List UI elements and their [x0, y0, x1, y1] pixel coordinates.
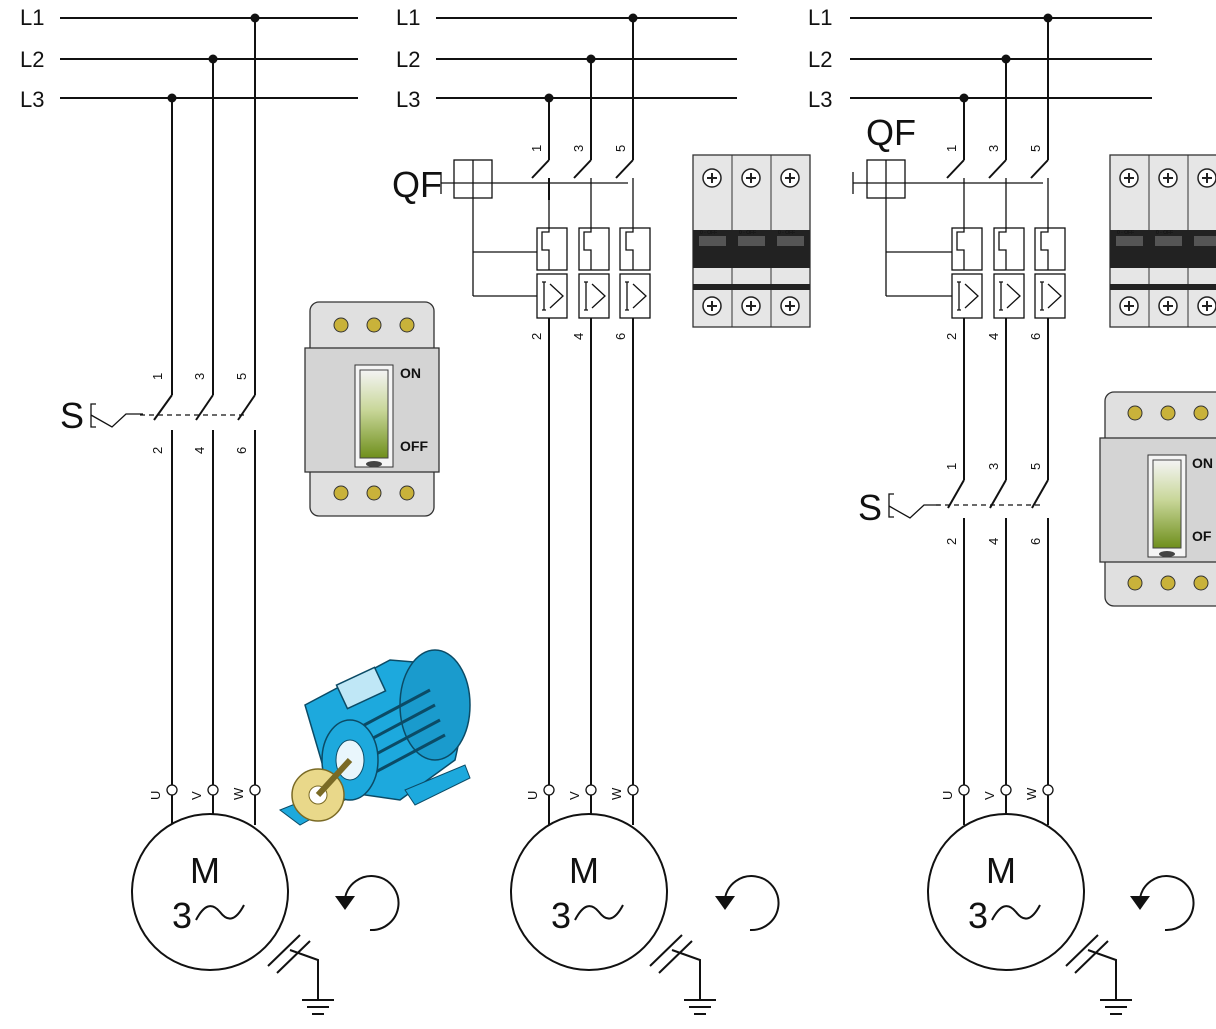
motor-terminals: U V W — [148, 784, 261, 825]
breaker-pole-label: 0 - OFF — [1156, 230, 1173, 236]
breaker-pole-label: 0 - OFF — [700, 230, 717, 236]
pole-5: 5 — [234, 373, 249, 380]
pole-1: 1 — [529, 145, 544, 152]
rotation-arrow — [1130, 875, 1195, 932]
switch-label: S — [60, 395, 84, 436]
phase-label-l2: L2 — [808, 47, 832, 72]
switch-device-illustration: ON OFF — [304, 301, 440, 517]
motor-phase-count: 3 — [172, 895, 192, 936]
pole-3: 3 — [986, 145, 1001, 152]
pole-6: 6 — [234, 447, 249, 454]
phase-bus: L1 L2 L3 — [396, 5, 737, 112]
terminal-u: U — [148, 791, 163, 800]
pole-2: 2 — [529, 333, 544, 340]
pole-4: 4 — [986, 538, 1001, 545]
pole-5: 5 — [1028, 145, 1043, 152]
pole-6: 6 — [1028, 538, 1043, 545]
manual-switch: S 1 3 5 2 4 6 — [858, 463, 1049, 790]
terminal-v: V — [567, 791, 582, 800]
pole-2: 2 — [944, 538, 959, 545]
phase-label-l2: L2 — [396, 47, 420, 72]
pole-4: 4 — [986, 333, 1001, 340]
pole-4: 4 — [192, 447, 207, 454]
motor-symbol: M 3 — [927, 813, 1085, 971]
ground-symbol — [1065, 934, 1132, 1015]
ground-symbol — [649, 934, 716, 1015]
circuit-breaker: QF 1 3 5 2 4 — [392, 145, 651, 790]
rotation-arrow — [335, 875, 400, 932]
pole-2: 2 — [150, 447, 165, 454]
terminal-v: V — [189, 791, 204, 800]
motor-phase-count: 3 — [968, 895, 988, 936]
breaker-label: QF — [866, 112, 916, 153]
breaker-device-illustration: 0 - OFF 0 - OFF 0 - OFF — [692, 154, 811, 328]
motor-phase-count: 3 — [551, 895, 571, 936]
motor-terminals: U V W — [525, 784, 639, 825]
switch-off-label: OF — [1192, 528, 1212, 544]
switch-label: S — [858, 487, 882, 528]
motor-symbol: M 3 — [510, 813, 668, 971]
motor-illustration — [278, 649, 471, 826]
manual-switch: S 1 3 5 2 4 6 — [60, 373, 256, 790]
phase-label-l1: L1 — [20, 5, 44, 30]
pole-2: 2 — [944, 333, 959, 340]
motor-letter: M — [569, 850, 599, 891]
pole-4: 4 — [571, 333, 586, 340]
pole-5: 5 — [613, 145, 628, 152]
pole-3: 3 — [986, 463, 1001, 470]
terminal-w: W — [1024, 787, 1039, 800]
panel-switch: L1 L2 L3 S 1 3 5 2 4 6 — [20, 5, 471, 1015]
pole-5: 5 — [1028, 463, 1043, 470]
panel-breaker: L1 L2 L3 QF — [392, 5, 811, 1015]
terminal-w: W — [231, 787, 246, 800]
switch-device-illustration: ON OF — [1099, 391, 1216, 607]
panel-breaker-and-switch: L1 L2 L3 QF — [808, 5, 1216, 1015]
breaker-device-illustration: 0 - OFF 0 - OFF — [1109, 154, 1216, 328]
switch-on-label: ON — [400, 365, 421, 381]
motor-terminals: U V W — [940, 784, 1054, 825]
pole-1: 1 — [944, 145, 959, 152]
phase-label-l1: L1 — [808, 5, 832, 30]
breaker-pole-label: 0 - OFF — [1117, 230, 1134, 236]
breaker-pole-label: 0 - OFF — [778, 230, 795, 236]
terminal-w: W — [609, 787, 624, 800]
ground-symbol — [267, 934, 334, 1015]
pole-6: 6 — [613, 333, 628, 340]
pole-6: 6 — [1028, 333, 1043, 340]
motor-letter: M — [190, 850, 220, 891]
pole-3: 3 — [571, 145, 586, 152]
breaker-label: QF — [392, 164, 442, 205]
phase-label-l1: L1 — [396, 5, 420, 30]
terminal-v: V — [982, 791, 997, 800]
phase-bus: L1 L2 L3 — [20, 5, 358, 112]
rotation-arrow — [715, 875, 780, 932]
terminal-u: U — [940, 791, 955, 800]
phase-label-l2: L2 — [20, 47, 44, 72]
phase-label-l3: L3 — [808, 87, 832, 112]
phase-label-l3: L3 — [396, 87, 420, 112]
circuit-breaker: QF 1 3 5 2 4 6 — [852, 112, 1066, 340]
breaker-pole-label: 0 - OFF — [739, 230, 756, 236]
switch-on-label: ON — [1192, 455, 1213, 471]
switch-off-label: OFF — [400, 438, 428, 454]
motor-symbol: M 3 — [131, 813, 289, 971]
pole-1: 1 — [150, 373, 165, 380]
motor-letter: M — [986, 850, 1016, 891]
pole-1: 1 — [944, 463, 959, 470]
phase-label-l3: L3 — [20, 87, 44, 112]
terminal-u: U — [525, 791, 540, 800]
pole-3: 3 — [192, 373, 207, 380]
phase-bus: L1 L2 L3 — [808, 5, 1152, 112]
